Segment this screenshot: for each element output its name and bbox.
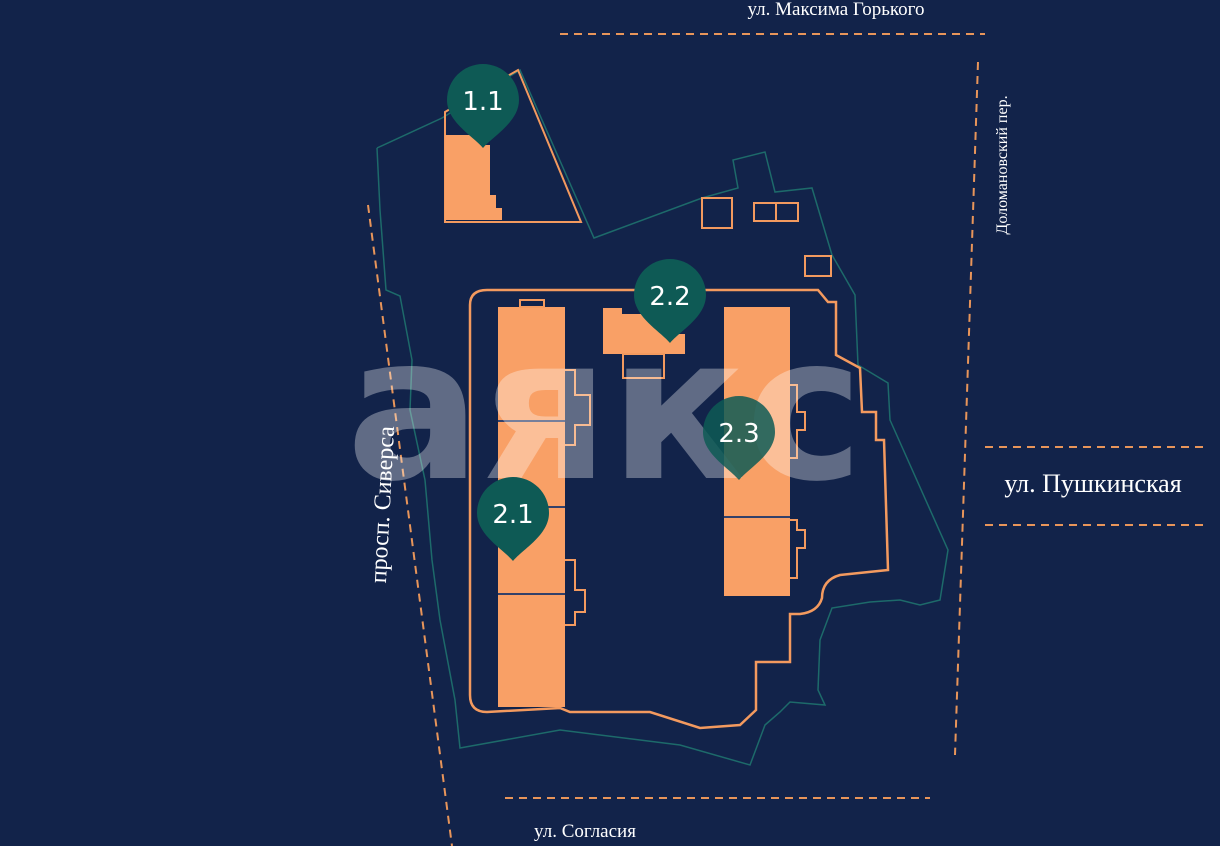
building-2-2 <box>603 308 685 379</box>
marker-label: 2.2 <box>649 282 690 312</box>
marker-label: 2.1 <box>492 500 533 530</box>
street-line-right-vertical <box>954 61 979 756</box>
watermark-logo: аякс <box>346 293 864 526</box>
marker-2-2[interactable]: 2.2 <box>634 259 706 343</box>
marker-2-1[interactable]: 2.1 <box>477 477 549 561</box>
courtyard-outline <box>468 288 890 730</box>
street-label-right-vertical: Доломановский пер. <box>994 95 1011 234</box>
street-label-bottom: ул. Согласия <box>534 821 636 842</box>
marker-pin <box>447 64 519 148</box>
street-label-top: ул. Максима Горького <box>748 0 925 20</box>
structure-a <box>701 197 733 229</box>
marker-pin <box>477 477 549 561</box>
marker-pin <box>703 396 775 480</box>
marker-label: 2.3 <box>718 419 759 449</box>
marker-1-1[interactable]: 1.1 <box>447 64 519 148</box>
structure-c <box>804 255 832 277</box>
street-line-left <box>367 204 453 846</box>
street-lines <box>367 33 1205 846</box>
marker-2-3[interactable]: 2.3 <box>703 396 775 480</box>
plot-boundary <box>376 68 949 766</box>
marker-pin <box>634 259 706 343</box>
small-structures <box>701 197 832 277</box>
building-1-1 <box>445 135 502 220</box>
street-label-right: ул. Пушкинская <box>1004 469 1181 498</box>
marker-label: 1.1 <box>462 87 503 117</box>
